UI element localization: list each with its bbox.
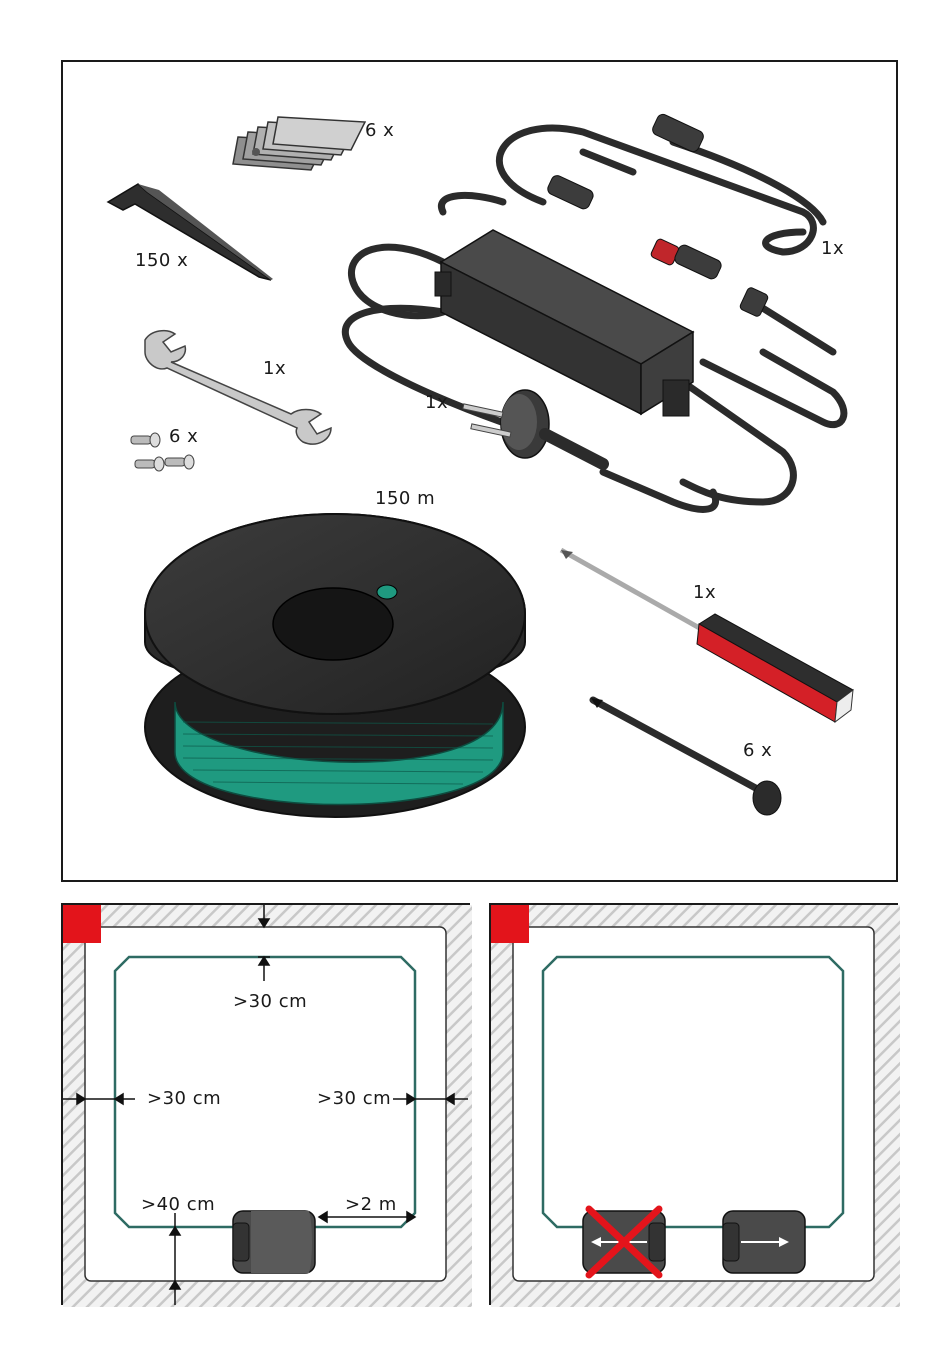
right-distance-label: >30 cm — [317, 1088, 391, 1109]
distances-diagram — [63, 905, 472, 1307]
contents-panel: 6 x 150 x 1x 6 x 1x 1x 150 m 1x 6 x — [61, 60, 898, 882]
power-supply-qty-label: 1x — [425, 392, 448, 413]
red-marker — [491, 905, 529, 943]
direction-diagram — [491, 905, 900, 1307]
blades-icon — [233, 117, 365, 170]
mower-direction-panel — [489, 903, 898, 1305]
red-marker — [63, 905, 101, 943]
plug-icon — [463, 390, 603, 464]
peg-icon — [108, 184, 273, 280]
contents-illustration — [63, 62, 900, 884]
extension-cable-qty-label: 1x — [821, 238, 844, 259]
top-distance-label: >30 cm — [233, 991, 307, 1012]
screwdriver-icon — [561, 550, 853, 722]
wire-spool-length-label: 150 m — [375, 488, 435, 509]
connectors-qty-label: 6 x — [743, 740, 772, 761]
screws-qty-label: 6 x — [169, 426, 198, 447]
left-distance-label: >30 cm — [147, 1088, 221, 1109]
screwdriver-qty-label: 1x — [693, 582, 716, 603]
bottom-distance-label: >40 cm — [141, 1194, 215, 1215]
wrench-qty-label: 1x — [263, 358, 286, 379]
blades-qty-label: 6 x — [365, 120, 394, 141]
correct-mower-icon — [723, 1211, 805, 1273]
mower-gap-label: >2 m — [345, 1194, 397, 1215]
pegs-qty-label: 150 x — [135, 250, 188, 271]
robot-mower-icon — [233, 1211, 315, 1273]
installation-distances-panel: >30 cm >30 cm >30 cm >40 cm >2 m — [61, 903, 470, 1305]
wire-spool-icon — [145, 514, 525, 817]
